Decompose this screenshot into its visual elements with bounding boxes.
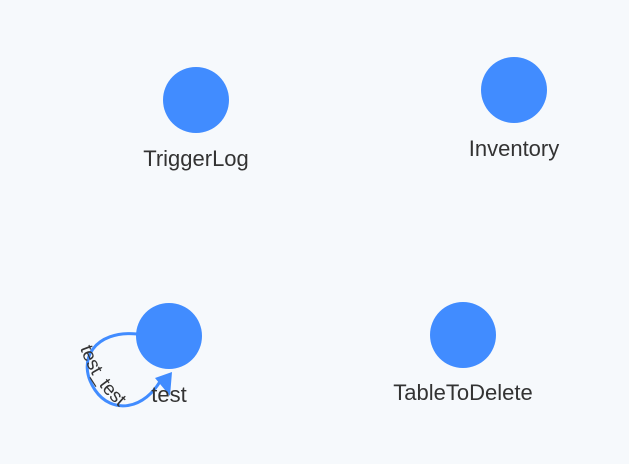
- node-triggerlog-circle[interactable]: [163, 67, 229, 133]
- node-triggerlog[interactable]: TriggerLog: [143, 67, 249, 171]
- node-test-label: test: [151, 382, 186, 407]
- edge-test-test-arrowhead: [155, 372, 172, 396]
- node-triggerlog-label: TriggerLog: [143, 146, 249, 171]
- node-inventory[interactable]: Inventory: [469, 57, 560, 161]
- edge-test-test-line[interactable]: [85, 332, 164, 408]
- node-inventory-label: Inventory: [469, 136, 560, 161]
- node-test-circle[interactable]: [136, 303, 202, 369]
- edge-label-test-test: test_test: [75, 342, 130, 411]
- node-tabletodelete-label: TableToDelete: [393, 380, 532, 405]
- node-test[interactable]: test: [136, 303, 202, 407]
- node-inventory-circle[interactable]: [481, 57, 547, 123]
- edge-label-text: test_test: [75, 342, 130, 411]
- node-tabletodelete[interactable]: TableToDelete: [393, 302, 533, 405]
- node-tabletodelete-circle[interactable]: [430, 302, 496, 368]
